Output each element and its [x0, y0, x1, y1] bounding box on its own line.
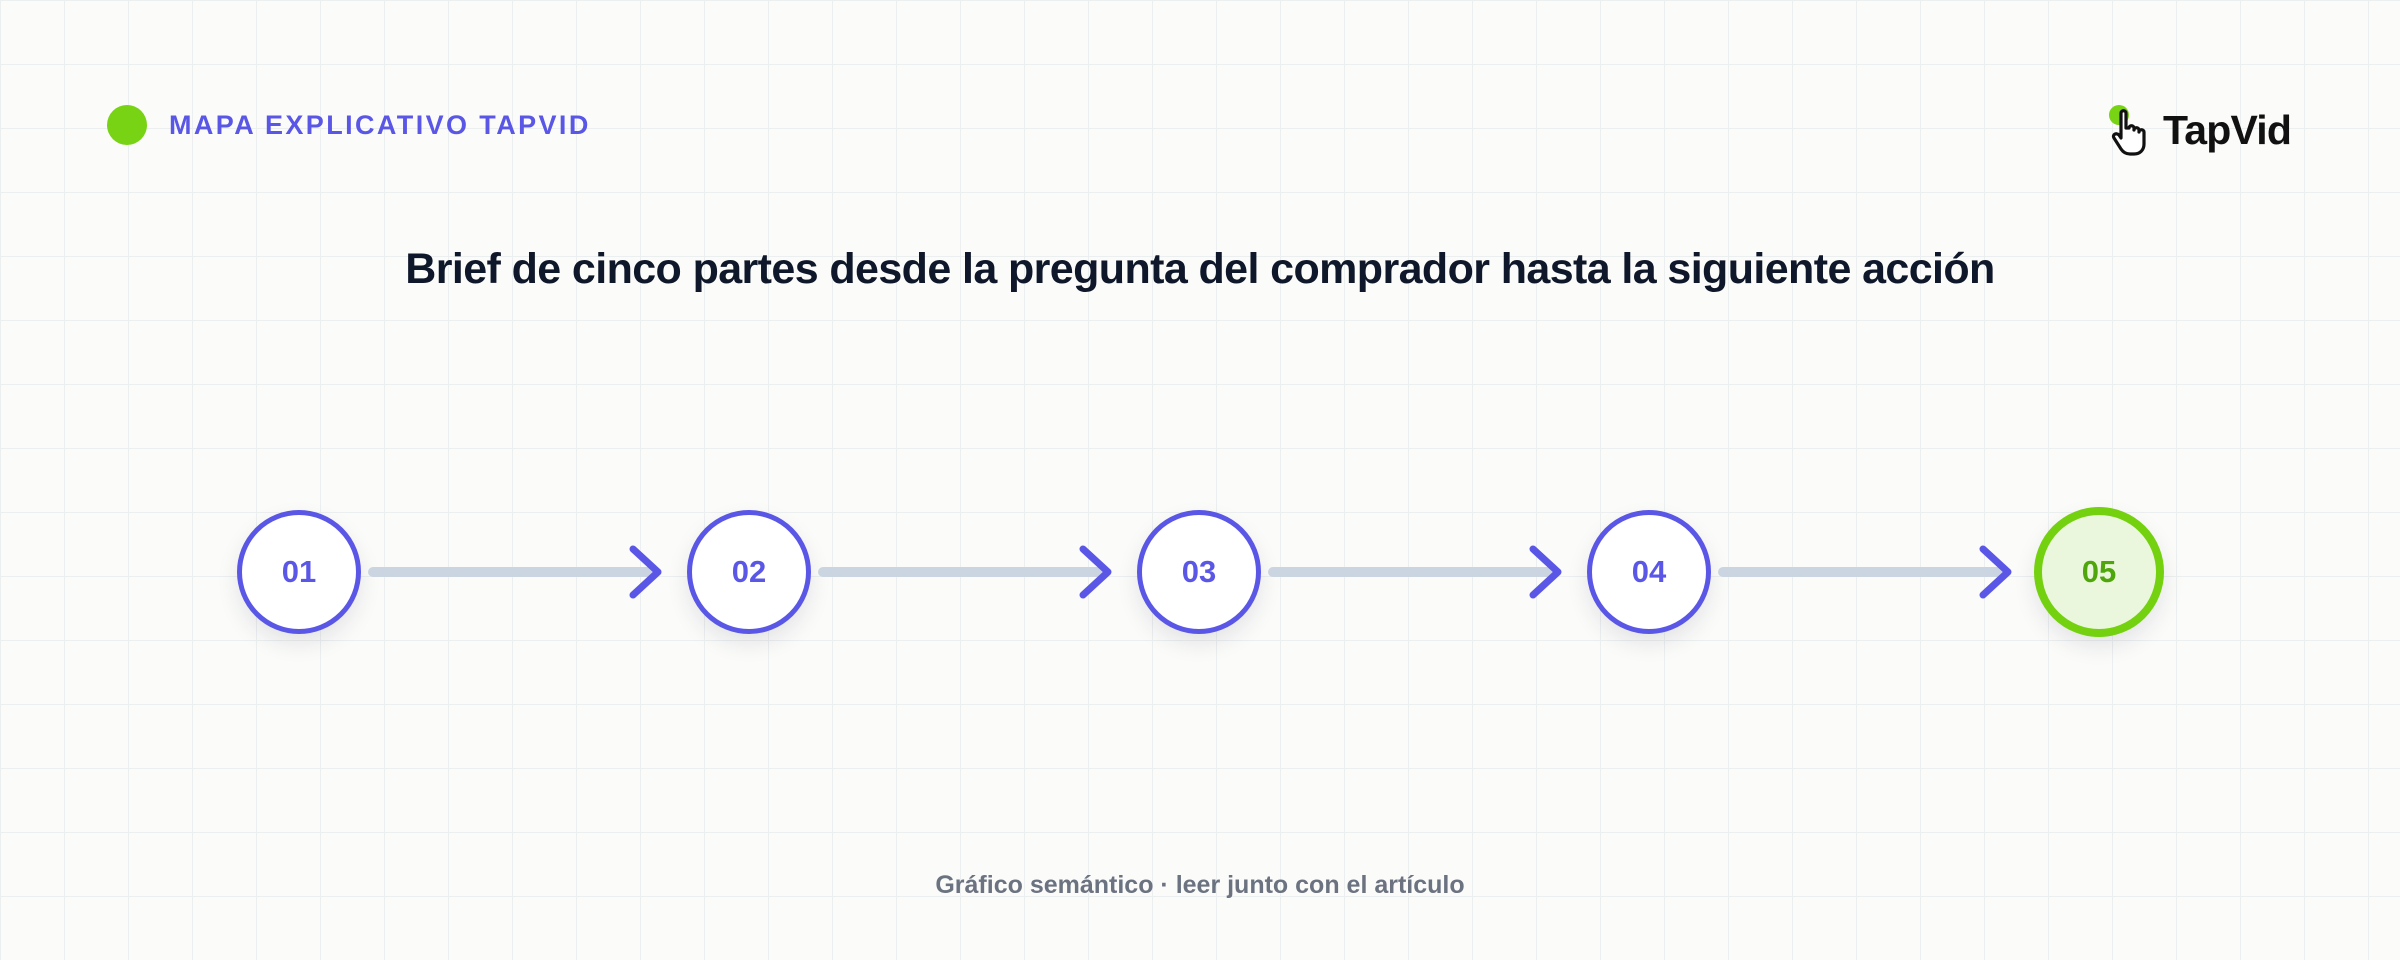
step-number: 05 [2081, 554, 2117, 589]
brand-logo: TapVid [2105, 100, 2292, 160]
step-02: 02 [687, 510, 811, 634]
kicker: MAPA EXPLICATIVO TAPVID [107, 105, 591, 145]
step-number: 03 [1181, 554, 1217, 589]
footer-note: Gráfico semántico · leer junto con el ar… [935, 871, 1465, 899]
arrow-right-icon [368, 545, 662, 599]
step-number: 04 [1631, 554, 1667, 589]
arrow-right-icon [818, 545, 1112, 599]
step-04: 04 [1587, 510, 1711, 634]
step-05: 05 [2034, 507, 2164, 637]
arrow-right-icon [1718, 545, 2012, 599]
kicker-label: MAPA EXPLICATIVO TAPVID [169, 109, 591, 140]
step-01: 01 [237, 510, 361, 634]
page-title: Brief de cinco partes desde la pregunta … [405, 245, 1995, 293]
step-03: 03 [1137, 510, 1261, 634]
tap-hand-icon [2109, 105, 2146, 156]
step-number: 01 [281, 554, 317, 589]
step-number: 02 [731, 554, 767, 589]
green-dot-icon [107, 105, 147, 145]
arrow-right-icon [1268, 545, 1562, 599]
brand-name: TapVid [2163, 106, 2292, 153]
